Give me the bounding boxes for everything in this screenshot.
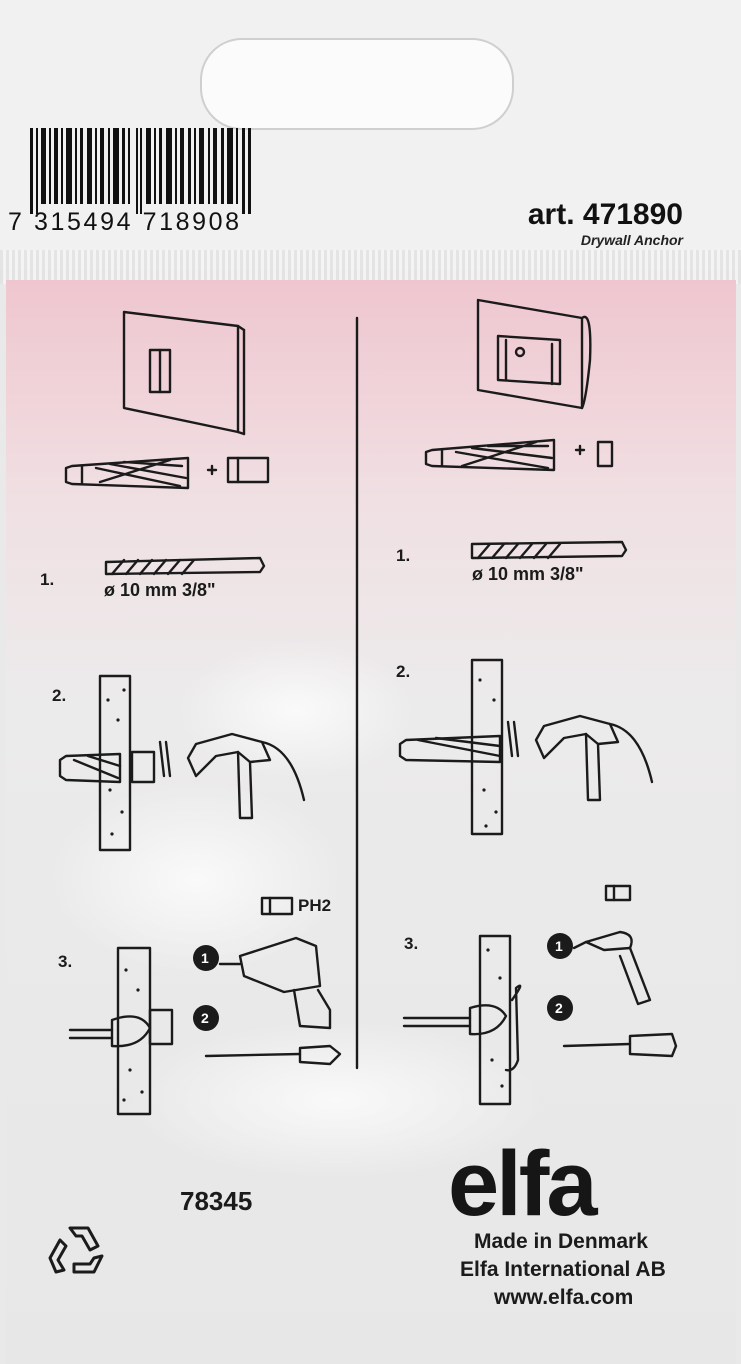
barcode-digits: 7 315494 718908 bbox=[8, 208, 242, 236]
right-step-2-label: 2. bbox=[396, 662, 411, 681]
left-option-1-badge bbox=[193, 945, 219, 971]
article-number: art. 471890 bbox=[527, 198, 683, 231]
left-mounted-anchor-icon bbox=[122, 310, 246, 436]
option-circles bbox=[193, 933, 573, 1031]
packaging-header-card: 7 315494 718908 art. 471890 Drywall Anch… bbox=[0, 0, 741, 270]
plastic-bag bbox=[6, 280, 736, 1364]
left-option-2-number: 2 bbox=[201, 1010, 209, 1026]
left-step-3-label: 3. bbox=[58, 952, 73, 971]
left-step-2-label: 2. bbox=[52, 686, 67, 705]
left-option-2-badge bbox=[193, 1005, 219, 1031]
recycle-icon bbox=[48, 1226, 104, 1274]
right-anchor-parts-icon bbox=[424, 438, 614, 472]
website-text: www.elfa.com bbox=[494, 1286, 634, 1309]
wall-texture bbox=[106, 678, 504, 1102]
right-drill-size-label: ø 10 mm 3/8" bbox=[472, 564, 584, 584]
left-step-1-label: 1. bbox=[40, 570, 55, 589]
right-screw-bit-icon bbox=[604, 884, 632, 902]
right-option-1-badge bbox=[547, 933, 573, 959]
screw-bit-label: PH2 bbox=[298, 896, 332, 915]
right-option-2-number: 2 bbox=[555, 1000, 563, 1016]
made-in-text: Made in Denmark bbox=[474, 1230, 648, 1253]
left-screw-bit-icon bbox=[260, 896, 294, 916]
right-mounted-anchor-icon bbox=[476, 298, 592, 410]
barcode bbox=[30, 128, 251, 214]
left-drill-size-label: ø 10 mm 3/8" bbox=[104, 580, 216, 600]
left-anchor-parts-icon bbox=[64, 456, 270, 490]
right-option-1-number: 1 bbox=[555, 938, 563, 954]
right-step-1-label: 1. bbox=[396, 546, 411, 565]
article-description: Drywall Anchor bbox=[580, 232, 683, 248]
bag-seal bbox=[0, 250, 741, 284]
glare-highlight bbox=[126, 1020, 546, 1180]
right-step-3-label: 3. bbox=[404, 934, 419, 953]
right-option-2-badge bbox=[547, 995, 573, 1021]
elfa-logo: elfa bbox=[448, 1133, 598, 1235]
product-code: 78345 bbox=[180, 1186, 253, 1216]
left-hammer-step-icon bbox=[58, 674, 306, 852]
glare-highlight bbox=[46, 780, 346, 980]
hang-hole bbox=[200, 38, 514, 130]
company-name: Elfa International AB bbox=[460, 1258, 666, 1281]
right-screw-step-icon bbox=[402, 930, 678, 1106]
left-drill-bit-icon bbox=[104, 556, 266, 576]
right-hammer-step-icon bbox=[398, 658, 654, 836]
right-drill-bit-icon bbox=[470, 540, 628, 560]
left-option-1-number: 1 bbox=[201, 950, 209, 966]
left-screw-step-icon bbox=[68, 936, 342, 1116]
